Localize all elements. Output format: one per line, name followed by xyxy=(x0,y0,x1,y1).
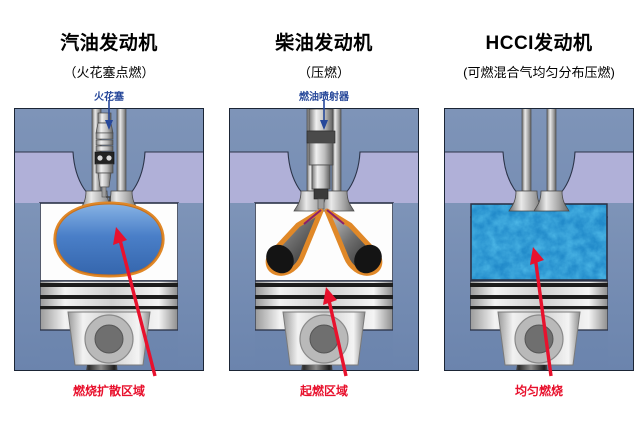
panel-subtitle: （火花塞点燃） xyxy=(63,65,155,80)
fuel-injector-icon xyxy=(306,108,336,210)
panel-title: 汽油发动机 xyxy=(60,33,158,54)
caption-homogeneous-combustion: 均匀燃烧 xyxy=(514,384,563,398)
connecting-rod-icon xyxy=(85,365,118,371)
engine-cutaway-gasoline xyxy=(13,107,205,372)
panel-subtitle: (可燃混合气均匀分布压燃) xyxy=(463,65,615,80)
exhaust-valve-icon xyxy=(533,108,570,212)
callout-label-fuel-injector: 燃油喷射器 xyxy=(299,92,349,103)
spark-plug-icon xyxy=(94,112,115,202)
flame-front-region xyxy=(53,201,165,278)
callout-label-spark-plug: 火花塞 xyxy=(94,92,124,103)
intake-valve-icon xyxy=(508,108,545,212)
homogeneous-charge-region xyxy=(470,203,608,281)
caption-ignition-region: 起燃区域 xyxy=(299,384,348,398)
panel-gasoline: 汽油发动机 （火花塞点燃） 火花塞 燃烧扩散区域 xyxy=(13,0,205,426)
panel-hcci: HCCI发动机 (可燃混合气均匀分布压燃) 均匀燃烧 xyxy=(443,0,635,426)
panel-subtitle: （压燃） xyxy=(297,65,350,80)
engine-cutaway-diesel xyxy=(228,107,420,372)
panel-diesel: 柴油发动机 （压燃） 燃油喷射器 起燃区域 xyxy=(228,0,420,426)
caption-combustion-region: 燃烧扩散区域 xyxy=(72,384,145,398)
connecting-rod-icon xyxy=(300,365,333,371)
panel-title: HCCI发动机 xyxy=(485,33,593,54)
spray-plume-left xyxy=(265,208,324,276)
engine-cutaway-hcci xyxy=(443,107,635,372)
panel-title: 柴油发动机 xyxy=(275,33,373,54)
spray-plume-right xyxy=(324,208,383,276)
